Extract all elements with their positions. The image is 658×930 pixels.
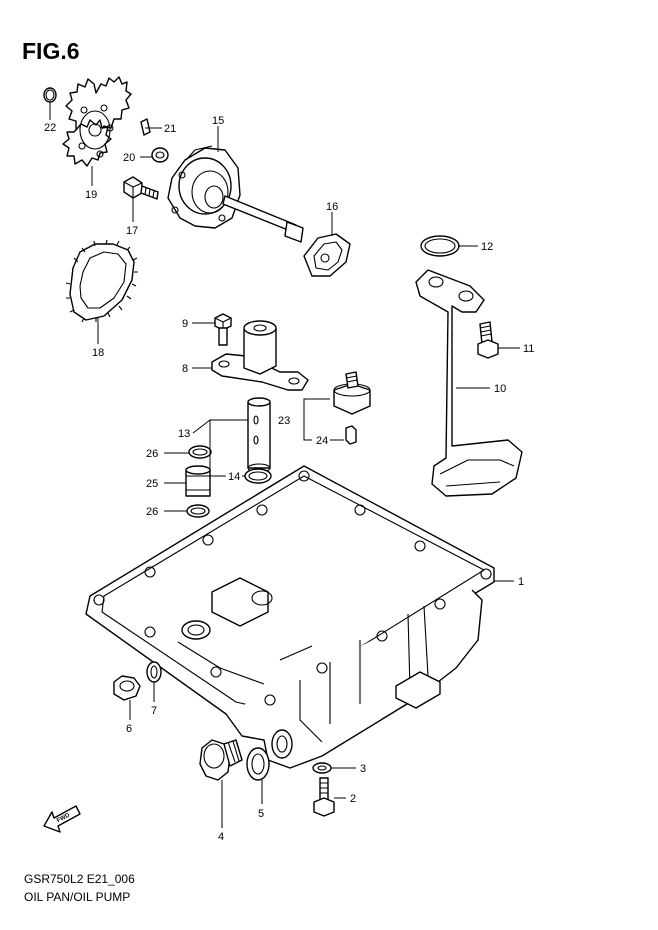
part-number-18: 18 — [92, 347, 104, 359]
figure-title: FIG.6 — [22, 38, 80, 64]
bolt-2-part — [313, 777, 335, 817]
part-number-10: 10 — [494, 383, 506, 395]
oil-strainer-10-part — [415, 269, 523, 497]
drive-gear-part — [65, 239, 138, 323]
bolt-24-part — [345, 425, 357, 445]
part-number-5: 5 — [258, 808, 264, 820]
oil-pan-part — [85, 465, 495, 769]
driven-gear-part — [62, 76, 132, 167]
part-number-2: 2 — [350, 793, 356, 805]
pin-part — [140, 118, 151, 136]
plug-6-part — [113, 675, 141, 701]
o-ring-12-part — [420, 235, 460, 257]
bolt-17-part — [123, 176, 159, 200]
part-number-23: 23 — [278, 415, 290, 427]
fwd-arrow-icon: FWD — [43, 805, 81, 833]
part-number-12: 12 — [481, 241, 493, 253]
part-number-9: 9 — [182, 318, 188, 330]
part-number-24: 24 — [316, 435, 328, 447]
washer-3-part — [312, 762, 332, 774]
part-number-25: 25 — [146, 478, 158, 490]
part-number-20: 20 — [123, 152, 135, 164]
washer-part — [151, 147, 169, 163]
part-number-22: 22 — [44, 122, 56, 134]
gasket-16-part — [303, 233, 351, 277]
o-ring-26-upper-part — [188, 445, 212, 459]
gasket-7-part — [146, 661, 162, 683]
part-number-13: 13 — [178, 428, 190, 440]
oil-pipe-13-part — [247, 397, 271, 473]
gasket-5-part — [246, 747, 270, 781]
bolt-9-part — [214, 313, 232, 346]
part-number-6: 6 — [126, 723, 132, 735]
part-number-19: 19 — [85, 189, 97, 201]
part-number-21: 21 — [164, 123, 176, 135]
drain-plug-4-part — [199, 739, 243, 781]
part-number-1: 1 — [518, 576, 524, 588]
oil-strainer-plate-8-part — [211, 320, 309, 391]
diagram-code: GSR750L2 E21_006 — [24, 872, 135, 886]
cap-25-part — [185, 465, 211, 497]
o-ring-26-lower-part — [186, 504, 210, 518]
oil-pressure-switch-23-part — [333, 371, 371, 415]
bolt-11-part — [477, 321, 499, 359]
part-number-26-lower: 26 — [146, 506, 158, 518]
part-number-15: 15 — [212, 115, 224, 127]
part-number-3: 3 — [360, 763, 366, 775]
part-number-14: 14 — [228, 471, 240, 483]
circlip-part — [43, 87, 57, 103]
part-number-7: 7 — [151, 705, 157, 717]
part-number-8: 8 — [182, 363, 188, 375]
part-number-16: 16 — [326, 201, 338, 213]
part-number-11: 11 — [523, 343, 534, 355]
oil-pump-part — [167, 145, 304, 243]
part-number-17: 17 — [126, 225, 138, 237]
o-ring-14-part — [244, 468, 272, 484]
leader-lines — [49, 102, 520, 828]
part-number-26-upper: 26 — [146, 448, 158, 460]
part-number-labels: 22 21 20 19 15 17 16 12 18 9 8 11 10 23 … — [44, 115, 534, 843]
part-number-4: 4 — [218, 831, 224, 843]
diagram-caption: OIL PAN/OIL PUMP — [24, 890, 131, 904]
